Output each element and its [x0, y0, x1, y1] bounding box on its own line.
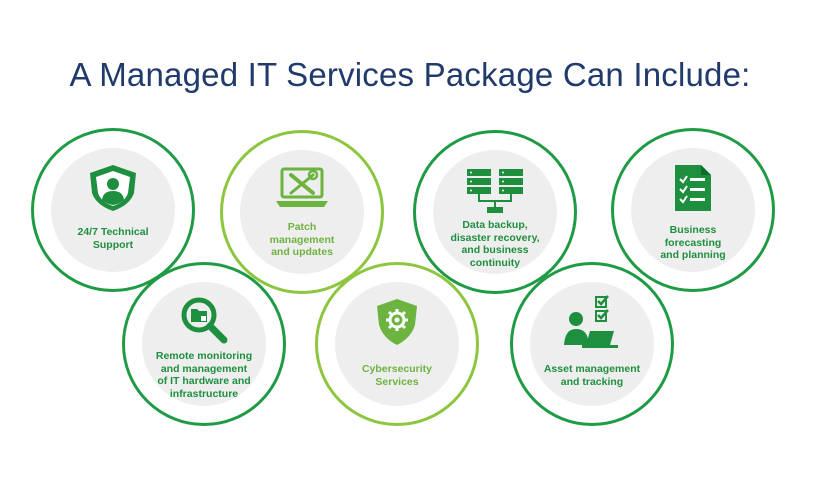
service-patch-management: Patch management and updates [220, 130, 384, 294]
shield-person-icon [90, 165, 136, 211]
label-line: Services [375, 375, 419, 388]
label-line: and planning [660, 249, 726, 261]
circle-background [240, 150, 364, 274]
label-line: and management [160, 362, 248, 375]
laptop-tools-icon [276, 167, 328, 207]
magnifier-folder-icon [181, 297, 228, 344]
label-line: of IT hardware and [157, 375, 251, 387]
label-line: 24/7 Technical [77, 226, 149, 238]
service-24-7-support: 24/7 Technical Support [31, 128, 195, 292]
label-line: continuity [469, 256, 521, 269]
label-line: Cybersecurity [361, 363, 433, 375]
label-line: infrastructure [169, 387, 239, 400]
label-line: Data backup, [462, 219, 528, 231]
person-laptop-checklist-icon [564, 295, 618, 348]
label-line: management [269, 233, 335, 246]
service-remote-monitoring: Remote monitoring and management of IT h… [122, 262, 286, 426]
shield-gear-icon [377, 299, 417, 345]
label-line: Support [92, 238, 134, 251]
label-line: and tracking [560, 375, 624, 388]
checklist-document-icon [675, 165, 711, 211]
label-line: Business [669, 224, 717, 236]
service-asset-management: Asset management and tracking [510, 262, 674, 426]
page-title: A Managed IT Services Package Can Includ… [69, 56, 751, 93]
label-line: Patch [287, 221, 317, 233]
server-network-icon [467, 169, 523, 213]
label-line: disaster recovery, [450, 231, 540, 244]
label-line: Remote monitoring [155, 350, 253, 362]
label-line: forecasting [664, 236, 722, 249]
label-line: and business [461, 244, 529, 256]
service-business-forecasting: Business forecasting and planning [611, 128, 775, 292]
service-cybersecurity: Cybersecurity Services [315, 262, 479, 426]
label-line: and updates [271, 246, 333, 258]
label-line: Asset management [543, 363, 641, 375]
service-data-backup: Data backup, disaster recovery, and busi… [413, 130, 577, 294]
